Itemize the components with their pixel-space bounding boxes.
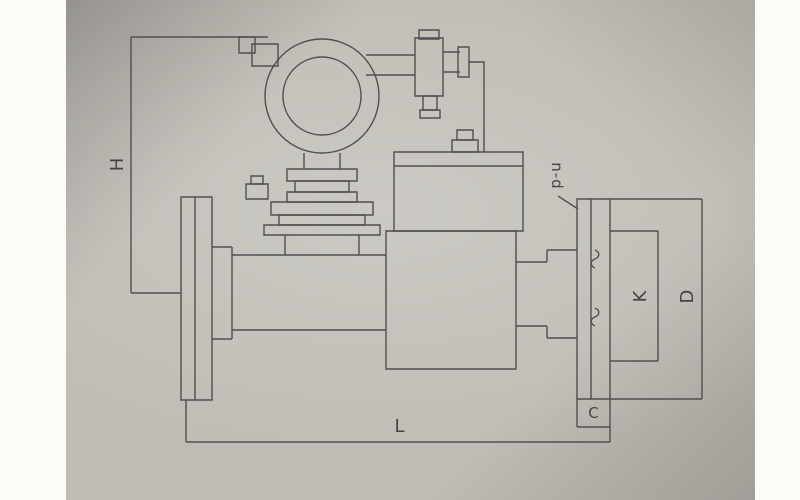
dim-label-d: D <box>677 289 698 304</box>
bolt-hole-symbol <box>591 250 599 268</box>
right-flange <box>577 199 610 399</box>
side-fitting <box>246 176 268 199</box>
left-flange <box>181 197 232 400</box>
dimension-l-lines <box>186 400 610 442</box>
dim-label-h: H <box>107 157 128 172</box>
meter-body <box>386 231 516 369</box>
dimension-d-lines <box>610 199 702 399</box>
dim-label-l: L <box>394 416 405 437</box>
dimension-c-lines <box>577 399 610 427</box>
left-pipe <box>232 255 386 330</box>
dim-label-nd: n-d <box>548 162 566 189</box>
dimension-nd-leader <box>558 196 578 209</box>
electronics-housing <box>394 130 523 231</box>
right-pipe <box>516 250 577 338</box>
dim-label-k: K <box>630 289 651 302</box>
transmitter-head <box>265 39 379 153</box>
neck-assembly <box>264 153 380 255</box>
bolt-hole-symbol <box>591 308 599 326</box>
photo-background <box>66 0 755 500</box>
dimension-k-lines <box>610 231 658 361</box>
tee-fitting <box>366 30 484 152</box>
dim-label-c: C <box>588 404 599 422</box>
cable-gland <box>239 37 278 66</box>
